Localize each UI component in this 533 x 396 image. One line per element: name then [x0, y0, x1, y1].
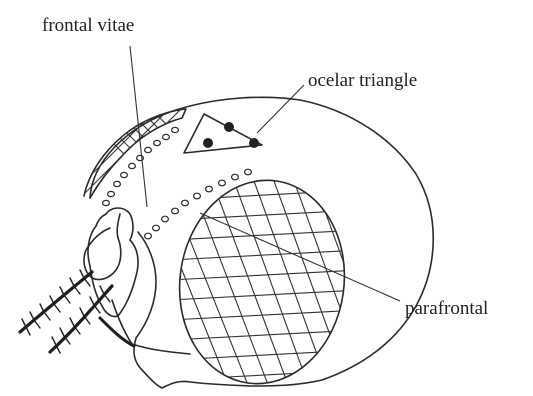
- leader-ocelar-triangle: [257, 85, 304, 133]
- antenna-base: [88, 208, 138, 317]
- proboscis-line: [100, 318, 134, 346]
- antenna-segment: [84, 228, 121, 280]
- head-outline: [90, 97, 433, 388]
- ocellus-left: [203, 138, 213, 148]
- vertex-region-outline: [84, 109, 186, 198]
- label-parafrontal: parafrontal: [405, 298, 488, 319]
- ocellus-right: [249, 138, 259, 148]
- vertex-crosshatch: [34, 90, 262, 220]
- antenna-inner: [117, 214, 120, 238]
- arista-left: [20, 270, 92, 335]
- eye-crosshatch: [150, 170, 390, 390]
- label-frontal-vitae: frontal vitae: [42, 15, 134, 36]
- ocelar-triangle-outline: [184, 114, 262, 153]
- label-ocelar-triangle: ocelar triangle: [308, 70, 417, 91]
- mouthpart-line-2: [132, 344, 190, 354]
- ocellus-top: [224, 122, 234, 132]
